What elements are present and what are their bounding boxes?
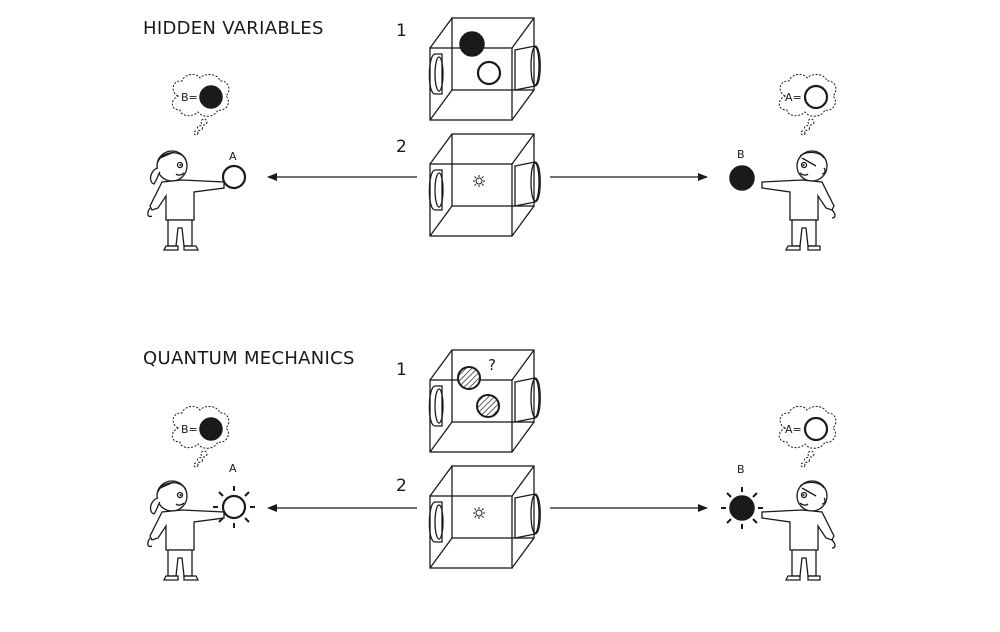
- ball-label: B: [737, 148, 745, 161]
- ball-label: A: [229, 150, 237, 163]
- thought-text: A=: [785, 423, 802, 436]
- thought-ball-white: [803, 416, 829, 442]
- step-label: 2: [396, 137, 407, 157]
- thought-ball-black: [199, 417, 223, 441]
- boy-figure: [761, 150, 836, 251]
- ball-label: B: [737, 463, 745, 476]
- hatched-ball: [476, 394, 500, 418]
- girl-figure: [147, 480, 225, 581]
- box-step-2: [428, 465, 541, 569]
- thought-ball-white: [803, 84, 829, 110]
- person-right: A= B: [720, 405, 837, 581]
- person-left: B= A: [147, 405, 256, 581]
- section-title: HIDDEN VARIABLES: [143, 18, 324, 39]
- step-label: 1: [396, 21, 407, 41]
- thought-text: B=: [181, 423, 198, 436]
- person-right: A= B: [729, 73, 837, 251]
- held-ball-white: [221, 494, 247, 520]
- box-step-1: [428, 17, 541, 121]
- hatched-ball: [457, 366, 481, 390]
- thought-text: A=: [785, 91, 802, 104]
- held-ball-black: [729, 495, 755, 521]
- section-hidden-variables: HIDDEN VARIABLES 1 2 B= A A=: [143, 17, 837, 251]
- thought-ball-black: [199, 85, 223, 109]
- girl-figure: [147, 150, 225, 251]
- held-ball-white: [221, 164, 247, 190]
- held-ball-black: [729, 165, 755, 191]
- step-label: 1: [396, 360, 407, 380]
- thought-bubble: [171, 405, 230, 468]
- boy-figure: [761, 480, 836, 581]
- section-title: QUANTUM MECHANICS: [143, 348, 355, 369]
- white-ball: [476, 60, 502, 86]
- person-left: B= A: [147, 73, 247, 251]
- question-mark: ?: [488, 356, 496, 374]
- black-ball: [459, 31, 485, 57]
- thought-text: B=: [181, 91, 198, 104]
- ball-label: A: [229, 462, 237, 475]
- thought-bubble: [171, 73, 230, 136]
- box-step-1: ?: [428, 349, 541, 453]
- emission-flash-icon: [472, 506, 486, 520]
- emission-flash-icon: [472, 174, 486, 188]
- step-label: 2: [396, 476, 407, 496]
- section-quantum-mechanics: QUANTUM MECHANICS 1 ? 2 B= A A=: [143, 348, 837, 581]
- box-step-2: [428, 133, 541, 237]
